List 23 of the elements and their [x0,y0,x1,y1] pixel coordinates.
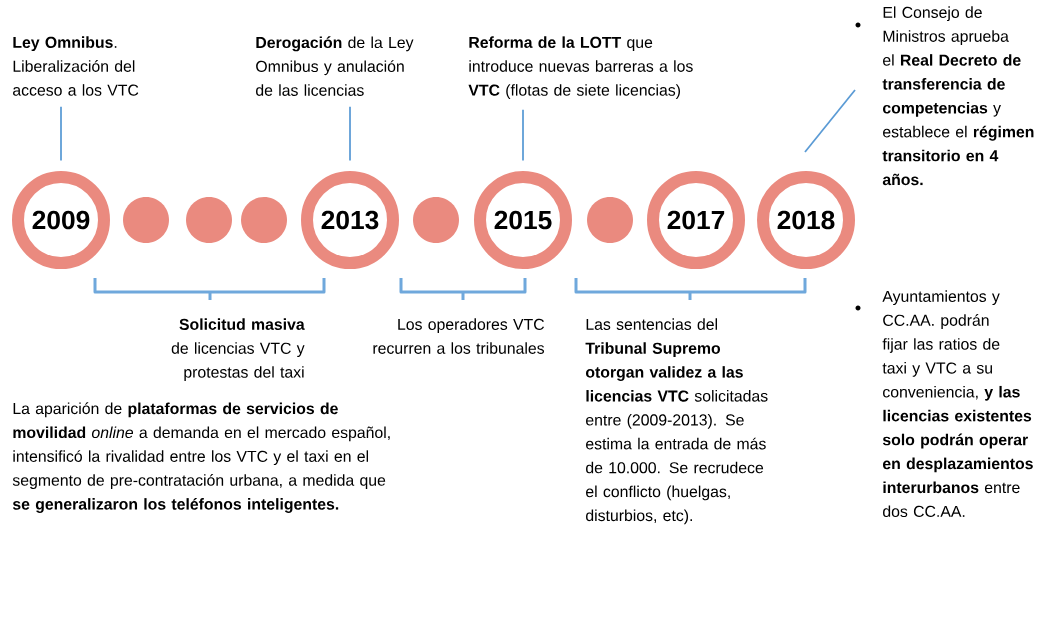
year-ring: 2018 [757,171,855,269]
leader-line [522,108,524,162]
event-text: Derogación de la Ley Omnibus y anulación de las licencias [256,36,414,96]
year-ring: 2013 [301,171,399,269]
dot [123,197,169,243]
note-text: Los operadores VTC recurren a los tribunales [373,318,545,354]
note-text: La aparición de plataformas de servicios de movilidad online a demanda en el mercado español, intensificó la rivalidad entre los VTC y el taxi en el segmento de pre-contratación urbana, a medida que se generalizaron los teléfonos inteligentes. [12,402,390,513]
leader-line [804,89,856,153]
note-text: Ayuntamientos y CC.AA. podrán fijar las ratios de taxi y VTC a su conveniencia, y las licencias existentes solo podrán operar en desplazamientos interurbanos entre dos CC.AA. [882,290,1033,518]
dot [587,197,633,243]
dot [413,197,459,243]
leader-line [349,105,351,162]
year-ring: 2009 [12,171,110,269]
note-text: Las sentencias del Tribunal Supremo otorgan validez a las licencias VTC solicitadas entre (2009-2013). Se estima la entrada de más de 10.000. Se recrudece el conflicto (huelgas, disturbios, etc). [585,318,768,525]
event-text: El Consejo de Ministros aprueba el Real Decreto de transferencia de competencias y establece el régimen transitorio en 4 años. [882,6,1034,186]
event-text: Reforma de la LOTT que introduce nuevas barreras a los VTC (flotas de siete licencias) [468,36,693,99]
event-text: Ley Omnibus. Liberalización del acceso a los VTC [13,36,139,96]
year-ring: 2015 [474,171,572,269]
leader-line [60,105,62,162]
dot [241,197,287,243]
dot [186,197,232,243]
note-text: Solicitud masiva de licencias VTC y protestas del taxi [171,318,305,381]
year-ring: 2017 [647,171,745,269]
